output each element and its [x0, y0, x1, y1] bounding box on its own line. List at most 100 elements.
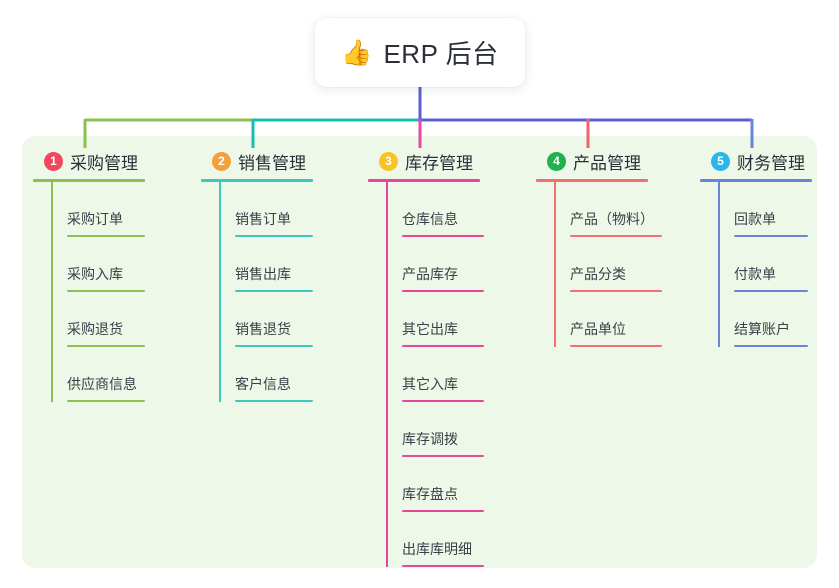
list-item[interactable]: 库存调拨: [386, 402, 484, 457]
column-header[interactable]: 2 销售管理: [201, 148, 313, 174]
list-item[interactable]: 产品库存: [386, 237, 484, 292]
list-item[interactable]: 付款单: [718, 237, 812, 292]
list-item-underline: [402, 345, 484, 347]
column-sales: 2 销售管理 销售订单 销售出库 销售退货 客户信息: [201, 148, 313, 402]
content-panel: [22, 136, 817, 568]
column-spine: [554, 182, 556, 347]
list-item[interactable]: 供应商信息: [51, 347, 145, 402]
list-item[interactable]: 产品（物料）: [554, 182, 662, 237]
list-item[interactable]: 出库库明细: [386, 512, 484, 567]
list-item[interactable]: 客户信息: [219, 347, 313, 402]
list-item[interactable]: 销售订单: [219, 182, 313, 237]
column-header[interactable]: 4 产品管理: [536, 148, 662, 174]
column-spine: [219, 182, 221, 402]
list-item-underline: [67, 400, 145, 402]
column-title: 采购管理: [70, 153, 138, 173]
list-item-label: 回款单: [734, 211, 776, 227]
column-header[interactable]: 1 采购管理: [33, 148, 145, 174]
list-item-label: 库存盘点: [402, 486, 458, 502]
column-spine: [51, 182, 53, 402]
list-item[interactable]: 其它入库: [386, 347, 484, 402]
list-item[interactable]: 销售出库: [219, 237, 313, 292]
column-finance: 5 财务管理 回款单 付款单 结算账户: [700, 148, 812, 347]
column-underline: [700, 179, 812, 182]
column-title: 销售管理: [238, 153, 306, 173]
column-title: 财务管理: [737, 153, 805, 173]
list-item[interactable]: 产品分类: [554, 237, 662, 292]
column-title: 库存管理: [405, 153, 473, 173]
column-items: 产品（物料） 产品分类 产品单位: [554, 182, 662, 347]
list-item-underline: [235, 400, 313, 402]
list-item-underline: [402, 565, 484, 567]
list-item-label: 销售订单: [235, 211, 291, 227]
list-item-underline: [235, 235, 313, 237]
column-title: 产品管理: [573, 153, 641, 173]
column-underline: [33, 179, 145, 182]
list-item-label: 采购订单: [67, 211, 123, 227]
list-item-label: 采购退货: [67, 321, 123, 337]
column-header[interactable]: 5 财务管理: [700, 148, 812, 174]
column-number-badge: 1: [44, 151, 63, 171]
list-item[interactable]: 产品单位: [554, 292, 662, 347]
list-item-label: 产品分类: [570, 266, 626, 282]
list-item-label: 产品库存: [402, 266, 458, 282]
list-item[interactable]: 其它出库: [386, 292, 484, 347]
list-item-label: 其它入库: [402, 376, 458, 392]
column-number-badge: 5: [711, 151, 730, 171]
column-spine: [718, 182, 720, 347]
list-item[interactable]: 采购退货: [51, 292, 145, 347]
column-items: 仓库信息 产品库存 其它出库 其它入库 库存调拨 库存盘点: [386, 182, 484, 567]
list-item-label: 付款单: [734, 266, 776, 282]
list-item-underline: [235, 345, 313, 347]
list-item-label: 产品单位: [570, 321, 626, 337]
column-items: 销售订单 销售出库 销售退货 客户信息: [219, 182, 313, 402]
list-item[interactable]: 回款单: [718, 182, 812, 237]
list-item[interactable]: 采购入库: [51, 237, 145, 292]
list-item-label: 采购入库: [67, 266, 123, 282]
list-item-underline: [402, 235, 484, 237]
list-item-underline: [402, 510, 484, 512]
column-header[interactable]: 3 库存管理: [368, 148, 484, 174]
list-item-underline: [570, 235, 662, 237]
list-item-underline: [570, 290, 662, 292]
column-number-badge: 3: [379, 151, 398, 171]
column-items: 回款单 付款单 结算账户: [718, 182, 812, 347]
list-item-underline: [734, 345, 808, 347]
list-item[interactable]: 销售退货: [219, 292, 313, 347]
root-node[interactable]: 👍 ERP 后台: [315, 18, 525, 87]
list-item-underline: [570, 345, 662, 347]
list-item-label: 其它出库: [402, 321, 458, 337]
list-item-underline: [402, 400, 484, 402]
list-item[interactable]: 采购订单: [51, 182, 145, 237]
root-title: ERP 后台: [383, 39, 499, 69]
column-number-badge: 4: [547, 151, 566, 171]
list-item-underline: [402, 455, 484, 457]
list-item-label: 仓库信息: [402, 211, 458, 227]
list-item-underline: [67, 345, 145, 347]
column-spine: [386, 182, 388, 567]
column-product: 4 产品管理 产品（物料） 产品分类 产品单位: [536, 148, 662, 347]
column-underline: [201, 179, 313, 182]
list-item[interactable]: 结算账户: [718, 292, 812, 347]
list-item-label: 供应商信息: [67, 376, 137, 392]
column-number-badge: 2: [212, 151, 231, 171]
column-purchasing: 1 采购管理 采购订单 采购入库 采购退货 供应商信息: [33, 148, 145, 402]
list-item-underline: [235, 290, 313, 292]
column-inventory: 3 库存管理 仓库信息 产品库存 其它出库 其它入库 库存调拨: [368, 148, 484, 567]
list-item-underline: [402, 290, 484, 292]
list-item-label: 产品（物料）: [570, 211, 654, 227]
list-item-label: 销售出库: [235, 266, 291, 282]
list-item-underline: [67, 290, 145, 292]
list-item-underline: [734, 235, 808, 237]
list-item-underline: [734, 290, 808, 292]
list-item[interactable]: 仓库信息: [386, 182, 484, 237]
list-item[interactable]: 库存盘点: [386, 457, 484, 512]
column-underline: [368, 179, 480, 182]
list-item-label: 结算账户: [734, 321, 790, 337]
list-item-underline: [67, 235, 145, 237]
list-item-label: 销售退货: [235, 321, 291, 337]
column-items: 采购订单 采购入库 采购退货 供应商信息: [51, 182, 145, 402]
thumbs-up-icon: 👍: [341, 39, 373, 67]
list-item-label: 出库库明细: [402, 541, 472, 557]
